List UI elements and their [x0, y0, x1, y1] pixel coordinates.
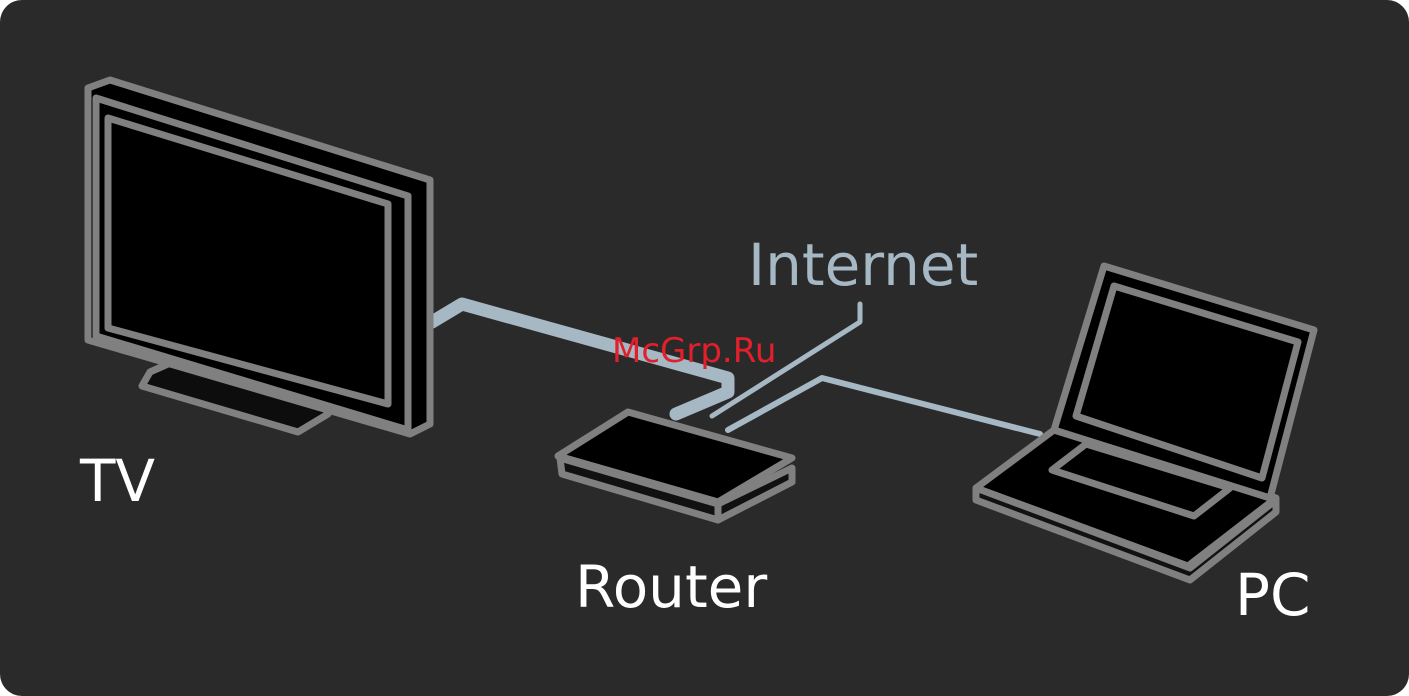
router-label: Router: [575, 558, 767, 616]
watermark-text: McGrp.Ru: [612, 334, 776, 368]
internet-label: Internet: [748, 236, 978, 294]
pc-label: PC: [1235, 566, 1310, 624]
tv-label: TV: [80, 452, 155, 510]
